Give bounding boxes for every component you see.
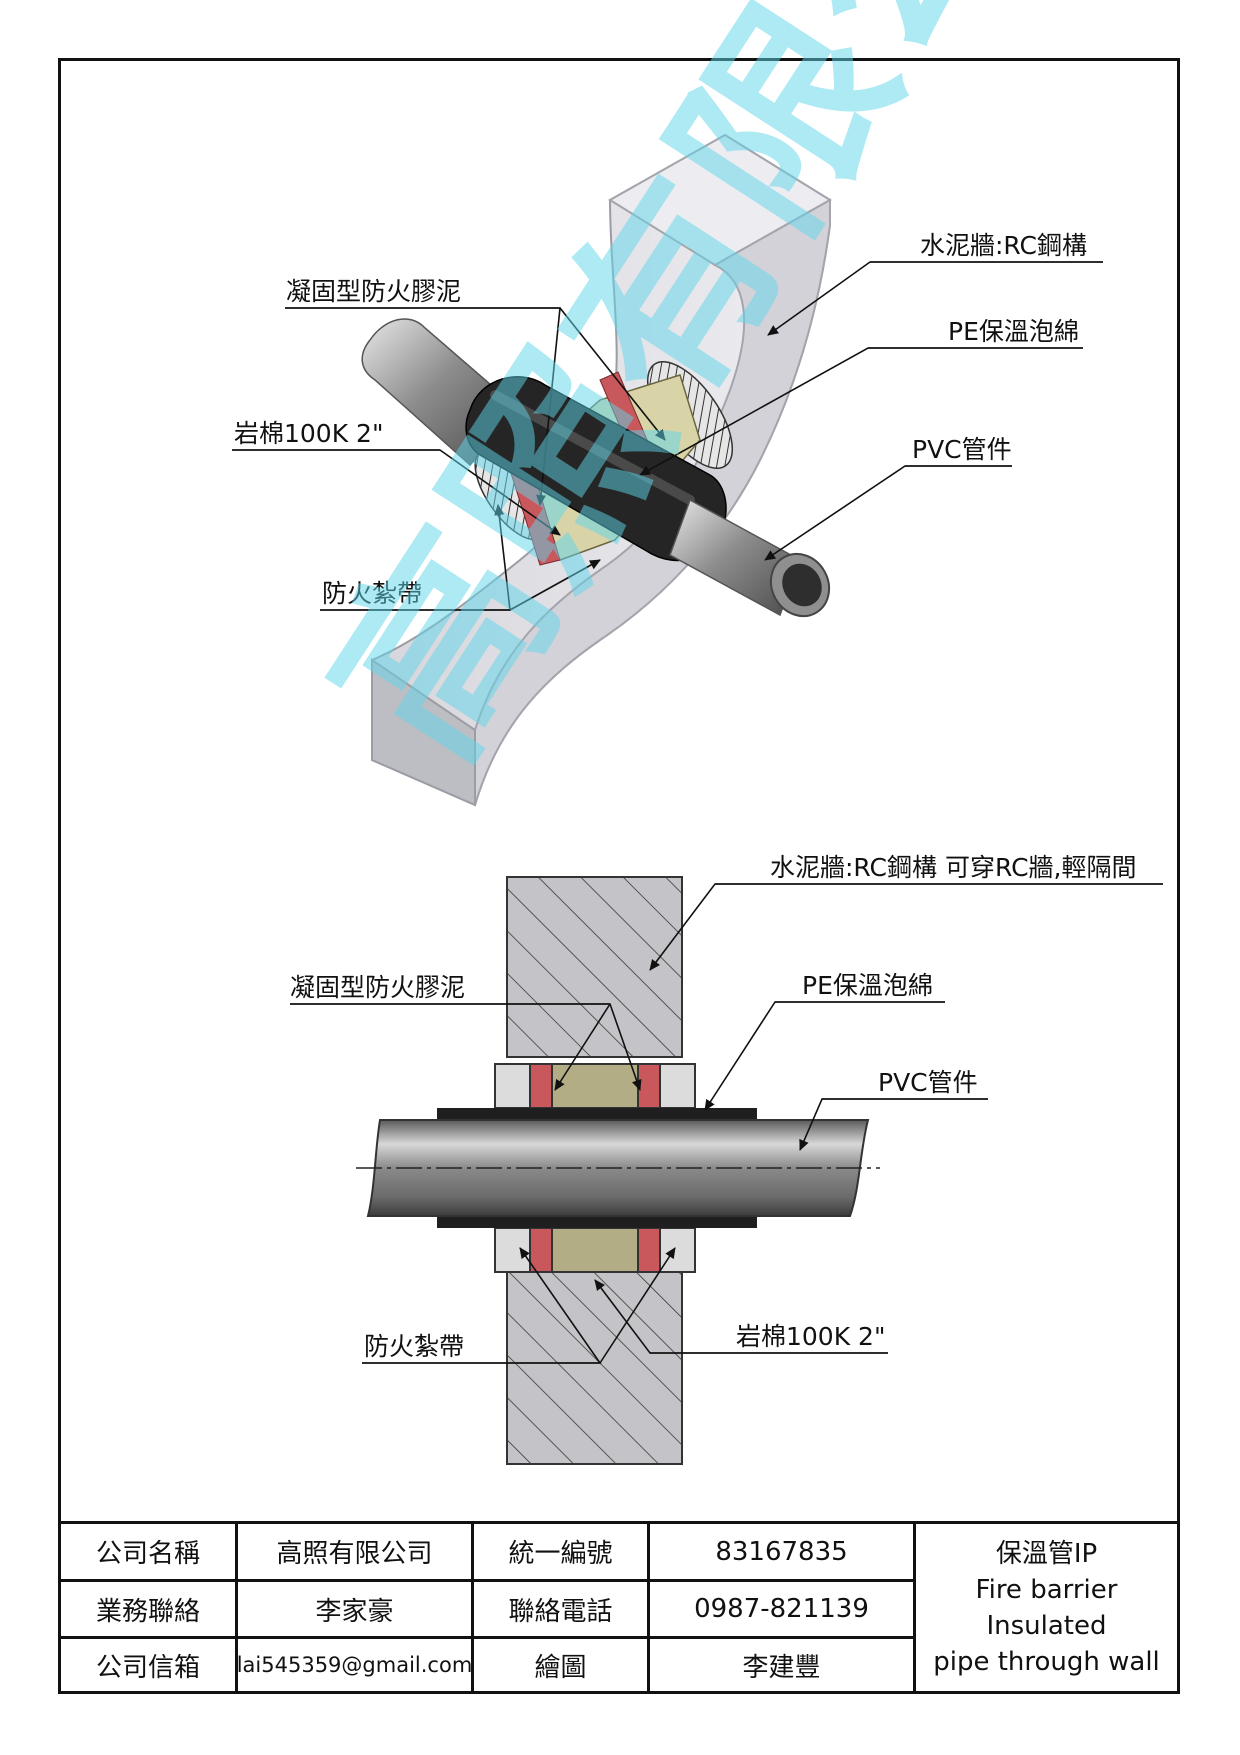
title-block: 公司名稱 高照有限公司 統一編號 83167835 業務聯絡 李家豪 聯絡電話 … (58, 1521, 1180, 1694)
sec-pe-foam-lower (437, 1216, 757, 1228)
sec-label-putty: 凝固型防火膠泥 (290, 973, 466, 1002)
tb-divider (235, 1524, 238, 1691)
drawing-title-line1: 保溫管IP (995, 1538, 1098, 1569)
tax-id: 83167835 (715, 1536, 848, 1567)
iso-pipe-right (669, 498, 801, 617)
sec-pe-foam-upper (437, 1108, 757, 1120)
sales-contact-label: 業務聯絡 (95, 1596, 200, 1627)
iso-label-wall: 水泥牆:RC鋼構 (920, 231, 1088, 260)
sec-label-tape: 防火紮帶 (364, 1332, 465, 1361)
drawing-title-line3: pipe through wall (933, 1646, 1160, 1677)
sec-label-rockwool: 岩棉100K 2" (736, 1322, 886, 1351)
sec-label-pvc: PVC管件 (878, 1068, 978, 1097)
tb-divider (471, 1524, 474, 1691)
section-view (290, 876, 1163, 1465)
iso-label-rockwool: 岩棉100K 2" (234, 419, 384, 448)
sales-contact: 李家豪 (315, 1596, 394, 1627)
iso-wall-bottom (371, 658, 476, 807)
iso-label-pe: PE保溫泡綿 (948, 317, 1079, 346)
company-name: 高照有限公司 (276, 1539, 433, 1569)
phone: 0987-821139 (694, 1594, 869, 1624)
tb-divider (61, 1636, 913, 1639)
iso-label-pvc: PVC管件 (912, 435, 1012, 464)
sec-label-pe: PE保溫泡綿 (802, 971, 933, 1000)
iso-pipe-bore (782, 563, 822, 607)
sec-label-underlines (290, 883, 1163, 1364)
phone-label: 聯絡電話 (508, 1596, 613, 1627)
company-name-label: 公司名稱 (95, 1539, 200, 1569)
iso-label-underlines (232, 261, 1103, 611)
tax-id-label: 統一編號 (508, 1539, 613, 1569)
iso-label-putty: 凝固型防火膠泥 (286, 277, 462, 306)
email-label: 公司信箱 (95, 1652, 200, 1683)
tb-divider (647, 1524, 650, 1691)
iso-label-tape: 防火紮帶 (322, 579, 423, 608)
email[interactable]: lai545359@gmail.com (236, 1653, 473, 1677)
drawn-by-label: 繪圖 (534, 1652, 587, 1683)
sec-label-wall: 水泥牆:RC鋼構 可穿RC牆,輕隔間 (770, 853, 1137, 882)
isometric-view (232, 133, 1103, 807)
drawing-title-line2: Fire barrier Insulated (975, 1574, 1118, 1641)
drawing-title: 保溫管IP Fire barrier Insulated pipe throug… (916, 1524, 1177, 1691)
tb-divider (61, 1579, 913, 1582)
tb-divider (913, 1524, 916, 1691)
iso-pe-foam-highlight (490, 390, 695, 505)
drawn-by: 李建豐 (742, 1652, 821, 1683)
